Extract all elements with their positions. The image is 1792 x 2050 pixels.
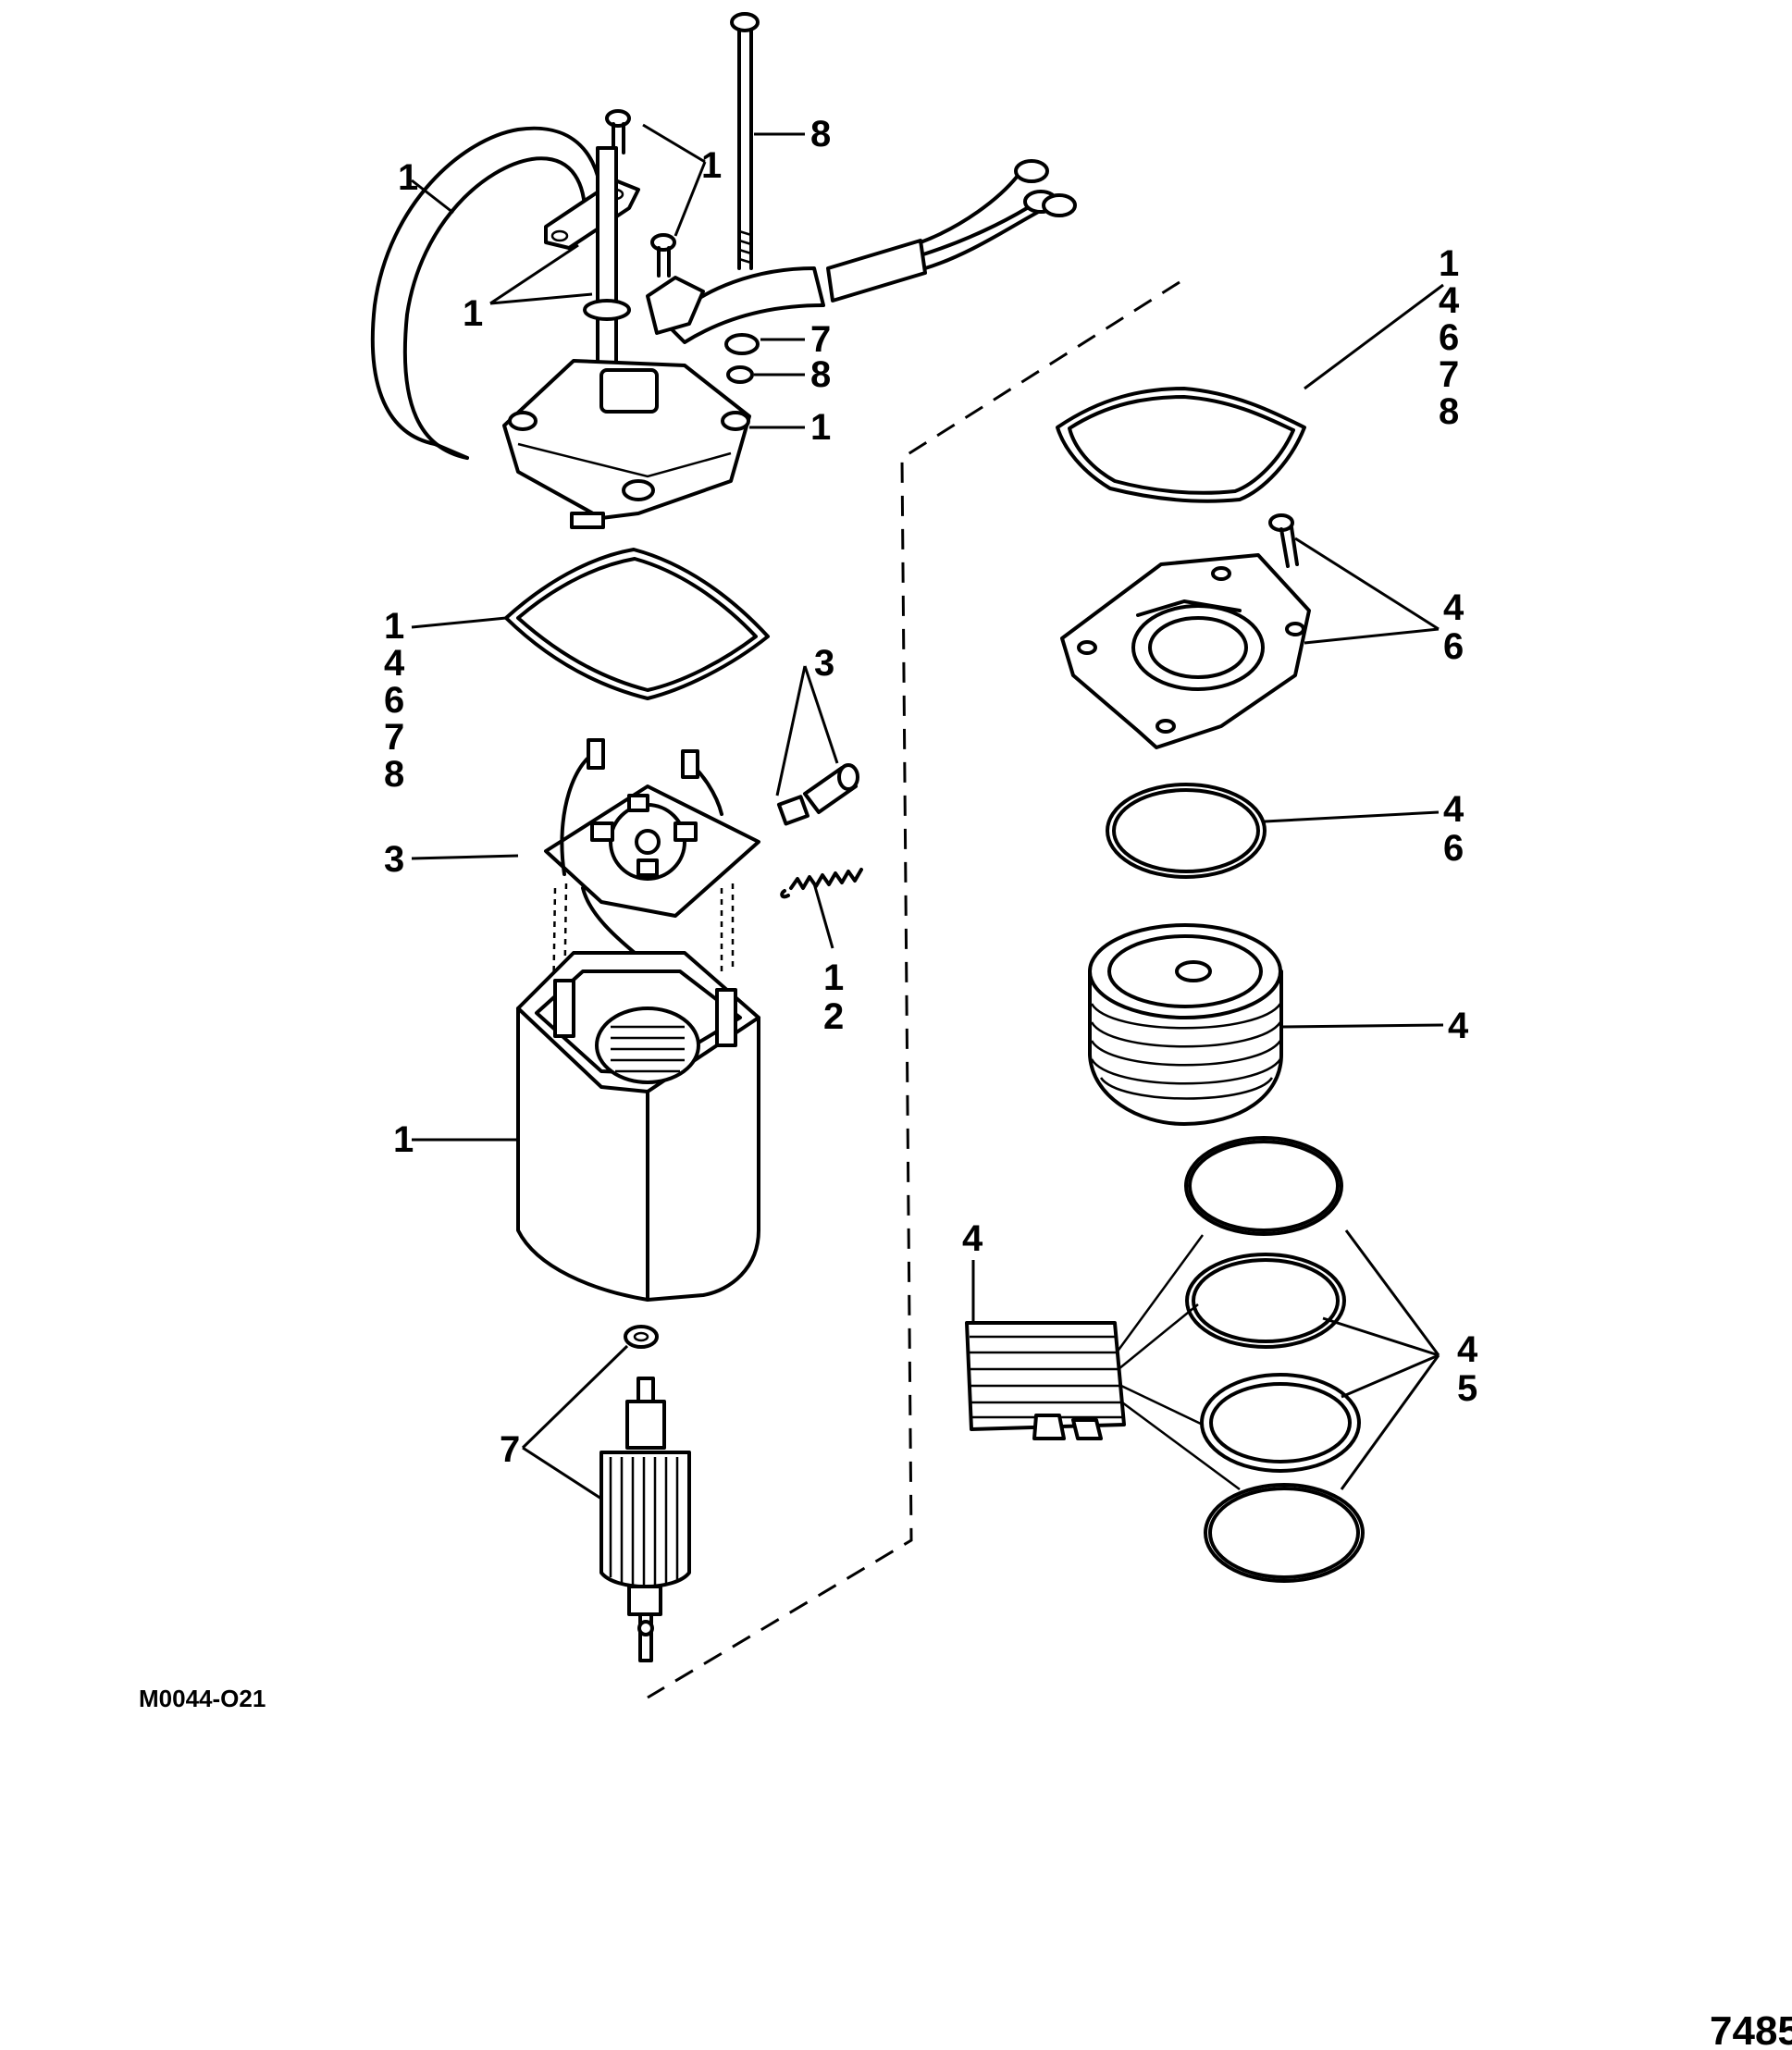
svg-text:2: 2 bbox=[823, 996, 844, 1037]
callout-clamp-plate: 1 bbox=[463, 293, 483, 334]
svg-text:8: 8 bbox=[1439, 391, 1459, 432]
clamp-plate-part bbox=[544, 179, 640, 250]
svg-text:1: 1 bbox=[1439, 243, 1459, 284]
svg-text:6: 6 bbox=[1443, 828, 1464, 869]
washer-7-part bbox=[724, 333, 760, 355]
reservoir-part bbox=[1088, 923, 1283, 1126]
callout-pump-body: 4 bbox=[962, 1218, 983, 1259]
svg-text:6: 6 bbox=[1439, 317, 1459, 358]
svg-text:4: 4 bbox=[1457, 1329, 1478, 1370]
motor-frame-part bbox=[516, 951, 760, 1302]
callout-o-ring: 4 6 bbox=[1443, 789, 1464, 869]
svg-text:1: 1 bbox=[384, 606, 404, 647]
callout-reservoir: 4 bbox=[1448, 1006, 1469, 1046]
svg-text:4: 4 bbox=[1443, 789, 1464, 830]
drawing-code: M0044-O21 bbox=[139, 1685, 266, 1712]
callout-motor-frame: 1 bbox=[393, 1119, 414, 1160]
spring-part bbox=[780, 868, 863, 899]
callout-screws: 1 bbox=[701, 145, 722, 186]
gasket-right-part bbox=[1056, 387, 1306, 503]
svg-text:7: 7 bbox=[1439, 354, 1459, 395]
callout-gasket-right: 1 4 6 7 8 bbox=[1439, 243, 1460, 432]
svg-text:1: 1 bbox=[823, 957, 844, 998]
callout-gasket-left: 1 4 6 7 8 bbox=[384, 606, 405, 795]
leader-lines bbox=[411, 123, 1444, 1500]
callout-end-cap: 1 bbox=[810, 407, 831, 448]
top-screw-2 bbox=[650, 233, 676, 278]
svg-text:6: 6 bbox=[1443, 626, 1464, 667]
o-ring-part bbox=[1106, 783, 1267, 879]
pump-body-part bbox=[965, 1321, 1126, 1440]
through-bolt-part bbox=[730, 12, 760, 270]
svg-text:7: 7 bbox=[384, 717, 404, 758]
figure-number: 7485 bbox=[1710, 2008, 1792, 2050]
callout-brush-pair: 3 bbox=[814, 643, 834, 684]
washer-8-part bbox=[726, 365, 754, 384]
callout-brush-plate: 3 bbox=[384, 839, 404, 880]
brush-plate-part bbox=[544, 738, 760, 1009]
svg-text:5: 5 bbox=[1457, 1368, 1477, 1409]
svg-text:8: 8 bbox=[384, 754, 404, 795]
svg-text:6: 6 bbox=[384, 680, 404, 721]
brush-pair-part bbox=[776, 763, 859, 826]
callout-washer-7: 7 bbox=[810, 319, 831, 360]
end-cap-part bbox=[502, 359, 751, 529]
svg-text:4: 4 bbox=[1439, 280, 1460, 321]
callout-flange: 4 6 bbox=[1443, 587, 1464, 667]
gasket-left-part bbox=[504, 548, 770, 700]
callout-spring: 1 2 bbox=[823, 957, 844, 1037]
armature-part bbox=[599, 1377, 691, 1662]
flange-part bbox=[1060, 513, 1311, 749]
callout-armature: 7 bbox=[500, 1429, 520, 1470]
callout-long-bolt: 8 bbox=[810, 114, 831, 154]
callout-washer-8: 8 bbox=[810, 354, 831, 395]
svg-text:4: 4 bbox=[1443, 587, 1464, 628]
callout-seal-rings: 4 5 bbox=[1457, 1329, 1478, 1409]
assembly-divider-dashed-line bbox=[647, 280, 1180, 1699]
callout-hose: 1 bbox=[398, 157, 418, 198]
seal-rings-part bbox=[1115, 1136, 1365, 1583]
wire-harness-part bbox=[646, 159, 1077, 344]
svg-text:4: 4 bbox=[384, 643, 405, 684]
